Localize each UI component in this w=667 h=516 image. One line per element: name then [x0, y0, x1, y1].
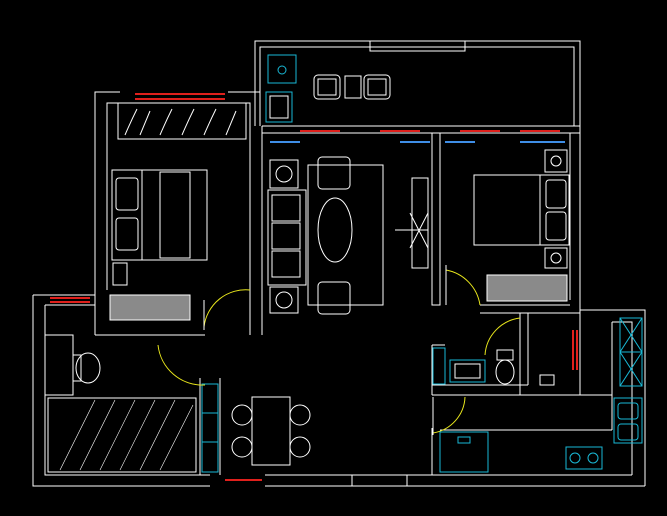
bed-icon [111, 169, 208, 261]
dining-chair-icon [231, 404, 253, 426]
sofa-icon [267, 189, 307, 286]
door-swing-dining [157, 344, 206, 386]
nightstand-icon [544, 149, 568, 173]
interior-walls [199, 133, 613, 475]
dining-chair-icon [231, 436, 253, 458]
wardrobe [109, 294, 191, 321]
toilet-icon [75, 352, 101, 384]
dining-table-icon [251, 396, 291, 466]
shower-area [47, 397, 197, 473]
rug [307, 164, 384, 306]
door-swing-living [203, 289, 251, 330]
bedroom-left [109, 102, 247, 321]
bed-icon [473, 174, 570, 246]
kitchen-sink-icon [613, 397, 643, 444]
door-swing-bedroom-right [445, 265, 481, 306]
washing-machine-icon [265, 91, 293, 123]
toilet-icon [495, 349, 515, 385]
fridge-icon [439, 431, 489, 473]
laundry-utility [619, 317, 643, 387]
nightstand-icon [544, 247, 568, 269]
dining-area [157, 344, 311, 473]
bedroom-right [445, 149, 570, 306]
side-table-icon [269, 286, 299, 314]
windows [50, 93, 578, 481]
balcony-chair-icon [313, 74, 341, 100]
balcony [265, 54, 391, 123]
vanity [44, 334, 74, 396]
armchair-icon [317, 156, 351, 190]
side-table-icon [269, 159, 299, 189]
door-swing-kitchen [432, 396, 466, 435]
kitchen [432, 396, 643, 473]
side-table-icon [344, 75, 362, 99]
closet-plants [117, 102, 247, 140]
balcony-chair-icon [363, 74, 391, 100]
door-swing-bathroom [484, 317, 521, 356]
stove-icon [565, 446, 603, 470]
balcony-sink-icon [267, 54, 297, 84]
bathroom-right [432, 317, 555, 386]
floor-drain [539, 374, 555, 386]
wardrobe [486, 274, 568, 302]
tv-cabinet-icon [395, 177, 429, 269]
dining-chair-icon [289, 436, 311, 458]
living-room [203, 156, 429, 330]
coffee-table-icon [317, 197, 353, 263]
outer-walls [32, 40, 646, 487]
armchair-icon [317, 281, 351, 315]
dining-chair-icon [289, 404, 311, 426]
cabinet [201, 383, 219, 473]
cabinet [432, 347, 446, 385]
bathroom-left [44, 334, 197, 473]
sink-icon [449, 359, 486, 383]
nightstand-icon [112, 262, 128, 286]
